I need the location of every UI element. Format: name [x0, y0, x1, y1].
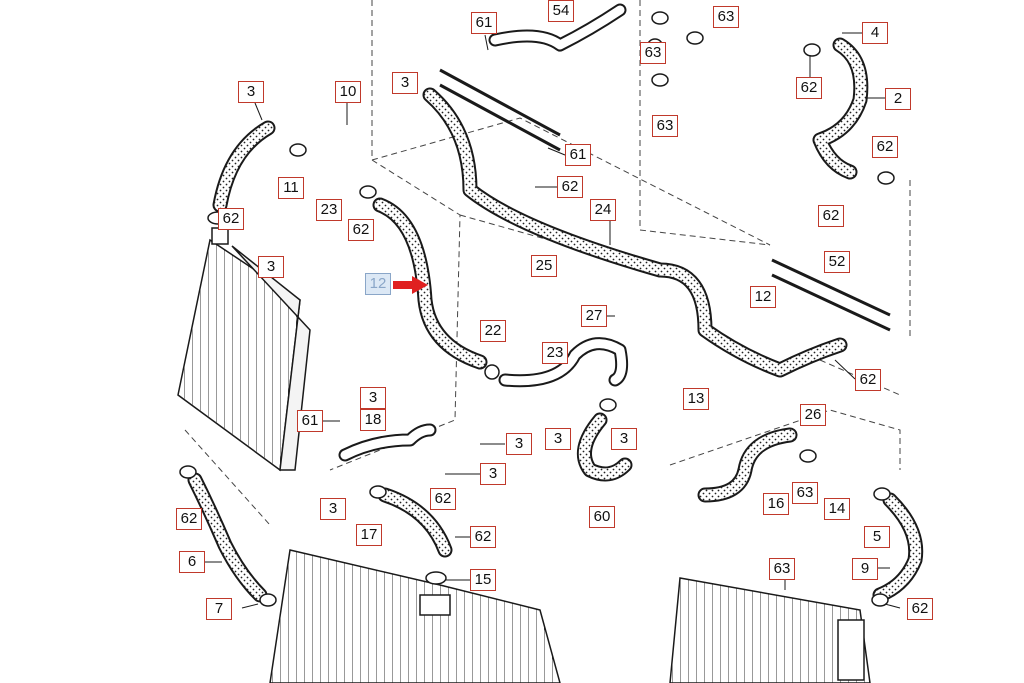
callout-3: 62 — [818, 205, 844, 227]
radiator-52 — [177, 227, 311, 472]
callout-62: 62 — [796, 77, 822, 99]
callout-16: 3 — [320, 498, 346, 520]
callout-27: 12 — [750, 286, 776, 308]
callout-61: 3 — [392, 72, 418, 94]
callout-62: 62 — [872, 136, 898, 158]
callout-62: 62 — [176, 508, 202, 530]
hoses — [187, 37, 924, 603]
callout-62: 63 — [792, 482, 818, 504]
callout-63: 15 — [470, 569, 496, 591]
callout-52: 3 — [258, 256, 284, 278]
highlight-arrow — [393, 276, 428, 294]
callout-62: 11 — [278, 177, 304, 199]
pipes-inner — [340, 5, 627, 460]
callout-3: 10 — [335, 81, 361, 103]
radiator-50 — [669, 577, 871, 683]
callout-63: 63 — [713, 6, 739, 28]
callout-62: 62 — [907, 598, 933, 620]
callout-62: 3 — [611, 428, 637, 450]
callout-6: 14 — [824, 498, 850, 520]
hose-fill — [189, 39, 922, 601]
callout-10: 3 — [238, 81, 264, 103]
pipes — [338, 3, 629, 462]
guide-rods — [439, 68, 891, 332]
callout-3: 61 — [297, 410, 323, 432]
callout-62: 5 — [864, 526, 890, 548]
callout-61: 61 — [471, 12, 497, 34]
callout-3: 3 — [545, 428, 571, 450]
callout-62: 22 — [480, 320, 506, 342]
callout-62: 7 — [206, 598, 232, 620]
callout-63: 63 — [640, 42, 666, 64]
callout-25: 24 — [590, 199, 616, 221]
callout-60: 62 — [430, 488, 456, 510]
callout-3: 26 — [800, 404, 826, 426]
callout-14: 60 — [589, 506, 615, 528]
callout-13: 23 — [542, 342, 568, 364]
leader-lines — [205, 32, 901, 609]
callout-11: 23 — [316, 199, 342, 221]
callout-18: 3 — [506, 433, 532, 455]
callout-62: 63 — [652, 115, 678, 137]
callout-22: 25 — [531, 255, 557, 277]
callout-3: 27 — [581, 305, 607, 327]
callout-15: 62 — [470, 526, 496, 548]
callout-7: 9 — [852, 558, 878, 580]
callout-62: 62 — [348, 219, 374, 241]
callout-50: 63 — [769, 558, 795, 580]
callout-62: 62 — [218, 208, 244, 230]
callout-3: 3 — [360, 387, 386, 409]
callout-3: 18 — [360, 409, 386, 431]
callout-2: 2 — [885, 88, 911, 110]
clamps — [179, 11, 895, 607]
callout-63: 17 — [356, 524, 382, 546]
callout-17: 3 — [480, 463, 506, 485]
callout-23: 61 — [565, 144, 591, 166]
callout-23: 52 — [824, 251, 850, 273]
callout-54: 54 — [548, 0, 574, 22]
callout-5: 16 — [763, 493, 789, 515]
radiator-main — [269, 549, 561, 683]
callout-4: 4 — [862, 22, 888, 44]
callout-24: 62 — [557, 176, 583, 198]
callout-12-highlighted: 12 — [365, 273, 391, 295]
callout-61: 62 — [855, 369, 881, 391]
callout-26: 13 — [683, 388, 709, 410]
callout-9: 6 — [179, 551, 205, 573]
